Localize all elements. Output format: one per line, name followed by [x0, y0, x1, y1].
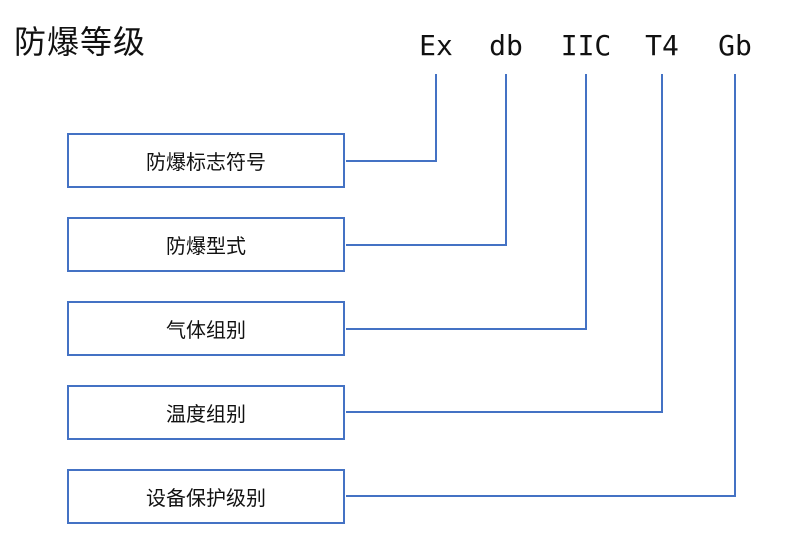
box-label: 气体组别	[166, 318, 246, 342]
connector-ex	[346, 74, 437, 162]
connector-t4	[346, 74, 663, 413]
connector-iic	[346, 74, 587, 330]
marking-t4: T4	[645, 29, 679, 62]
box-explosion-proof-symbol: 防爆标志符号	[67, 133, 345, 188]
connector-gb	[346, 74, 736, 497]
box-gas-group: 气体组别	[67, 301, 345, 356]
box-equipment-protection-level: 设备保护级别	[67, 469, 345, 524]
box-protection-type: 防爆型式	[67, 217, 345, 272]
box-label: 设备保护级别	[146, 486, 266, 510]
box-label: 防爆标志符号	[146, 150, 266, 174]
marking-db: db	[489, 29, 523, 62]
box-label: 温度组别	[166, 402, 246, 426]
box-label: 防爆型式	[166, 234, 246, 258]
marking-gb: Gb	[718, 29, 752, 62]
box-temperature-class: 温度组别	[67, 385, 345, 440]
connector-db	[346, 74, 507, 246]
marking-iic: IIC	[560, 29, 612, 62]
marking-ex: Ex	[419, 29, 453, 62]
diagram-title: 防爆等级	[14, 23, 147, 61]
